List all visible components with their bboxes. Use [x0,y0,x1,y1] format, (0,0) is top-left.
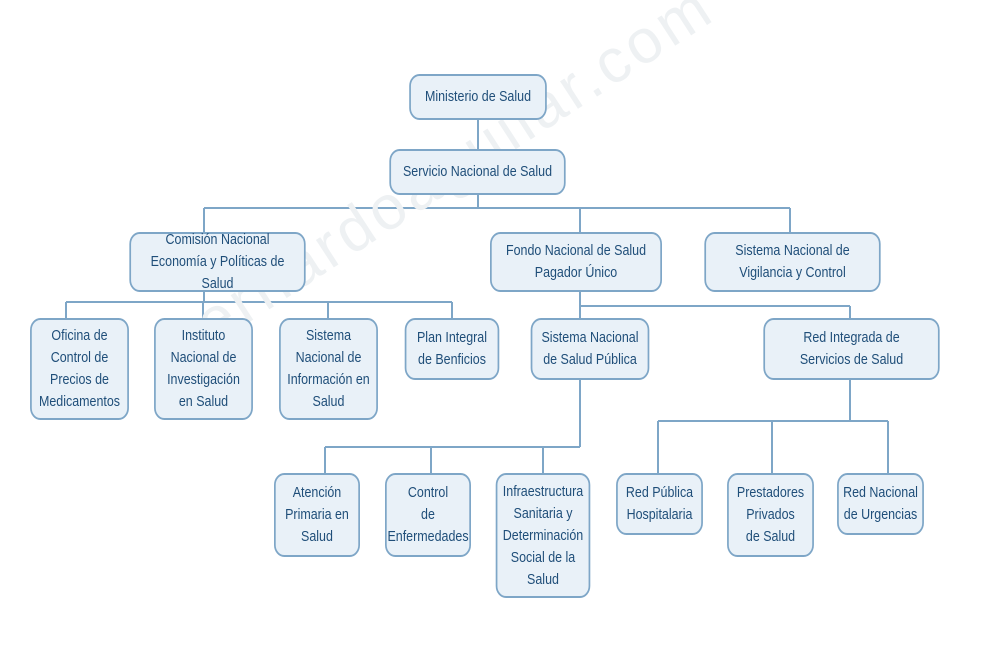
node-line: Comisión Nacional [165,232,270,248]
node-line: de Salud Pública [543,352,637,368]
node-oficina: Oficina de Control de Precios de Medicament… [30,318,129,420]
node-line: Primaria en [285,507,349,523]
node-line: de Urgencias [843,507,918,523]
node-line: de Benficios [418,352,486,368]
node-line: Social de la [510,549,576,566]
node-ministerio: Ministerio de Salud [409,74,547,120]
node-line: Red Pública [625,485,694,501]
node-plan: Plan Integral de Benficios [404,318,500,380]
node-line: Servicio Nacional de Salud [402,164,553,180]
node-line: Ministerio de Salud [424,89,532,105]
node-red-integrada: Red Integrada de Servicios de Salud [763,318,940,380]
node-line: Infraestructura [502,483,584,500]
node-line: Atención [292,485,342,501]
node-line: Información en [287,372,370,388]
node-line: Pagador Único [534,265,618,281]
node-line: Medicamentos [38,394,121,410]
node-line: Control de [50,350,109,366]
node-line: Salud [527,571,559,588]
node-line: Sistema [305,328,352,344]
node-line: Red Nacional [843,485,918,501]
node-line: Investigación [167,372,240,388]
node-line: Enfermedades [387,529,469,545]
node-line: Precios de [50,372,109,388]
node-line: Red Integrada de [803,330,900,346]
node-line: Sistema Nacional de [735,243,850,259]
node-line: Vigilancia y Control [739,265,846,281]
node-line: de Salud [745,529,796,545]
node-line: Economía y Políticas de Salud [150,254,285,292]
node-line: Plan Integral [416,330,488,346]
node-salud-publica: Sistema Nacional de Salud Pública [530,318,650,380]
node-urgencias: Red Nacional de Urgencias [837,473,924,535]
node-line: Sistema Nacional [541,330,639,346]
node-line: Hospitalaria [626,507,693,523]
node-vigilancia: Sistema Nacional de Vigilancia y Control [704,232,881,292]
node-line: Oficina de [51,328,108,344]
node-line: Determinación [502,527,584,544]
node-line: Salud [312,394,345,410]
node-line: Instituto [181,328,226,344]
node-line: Servicios de Salud [799,352,904,368]
node-line: Nacional de [295,350,362,366]
node-line: Nacional de [170,350,237,366]
node-line: Sanitaria y [513,505,573,522]
node-line: Privados [746,507,795,523]
node-servicio: Servicio Nacional de Salud [389,149,566,195]
node-line: Prestadores [736,485,805,501]
node-line: Fondo Nacional de Salud [505,243,647,259]
node-line: Salud [301,529,333,545]
node-line: de [421,507,435,523]
node-line: en Salud [178,394,229,410]
node-line: Control [407,485,449,501]
